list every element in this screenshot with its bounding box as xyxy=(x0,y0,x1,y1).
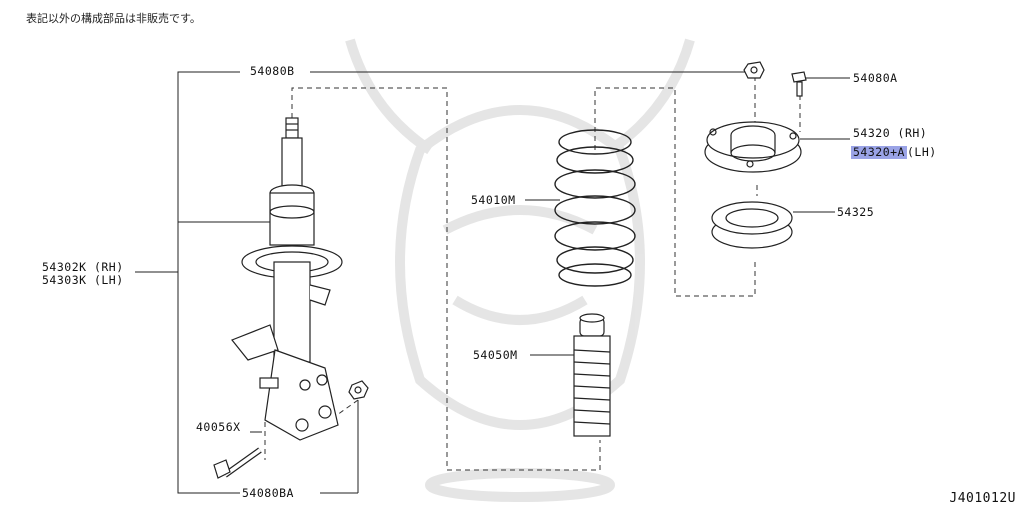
leader-lines xyxy=(135,71,850,494)
bound-bumper-54050m xyxy=(573,313,611,437)
coil-spring-54010m xyxy=(554,129,636,287)
label-40056x[interactable]: 40056X xyxy=(196,420,241,434)
strut-mount-54320 xyxy=(704,121,802,173)
label-54302k[interactable]: 54302K (RH) xyxy=(42,260,124,274)
mount-bearing-54325 xyxy=(711,201,793,249)
sale-note: 表記以外の構成部品は非販売です。 xyxy=(26,12,201,25)
label-54320a-code[interactable]: 54320+A xyxy=(851,145,907,159)
label-54080b[interactable]: 54080B xyxy=(250,64,295,78)
bolt-40056x xyxy=(213,447,262,479)
bolt-54080a xyxy=(791,71,807,97)
diagram-id: J401012U xyxy=(949,491,1016,506)
label-54080a[interactable]: 54080A xyxy=(853,71,898,85)
label-54050m[interactable]: 54050M xyxy=(473,348,518,362)
label-54320a-row: 54320+A(LH) xyxy=(851,141,937,160)
label-54320[interactable]: 54320 (RH) xyxy=(853,126,928,140)
samurai-helmet-watermark xyxy=(345,38,695,502)
label-54080ba[interactable]: 54080BA xyxy=(242,486,294,500)
label-54010m[interactable]: 54010M xyxy=(471,193,516,207)
label-54325[interactable]: 54325 xyxy=(837,205,875,219)
strut-assembly xyxy=(231,117,343,441)
label-54303k[interactable]: 54303K (LH) xyxy=(42,273,124,287)
nut-54080b xyxy=(743,61,765,79)
nut-54080ba xyxy=(348,380,369,400)
label-54320a-side: (LH) xyxy=(906,145,937,159)
